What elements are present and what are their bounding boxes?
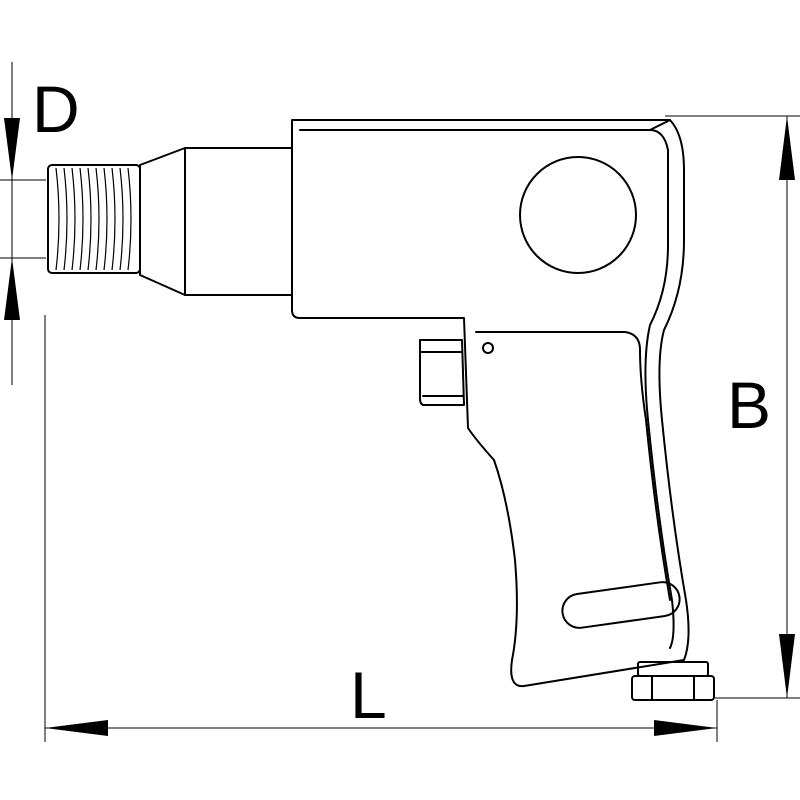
arrow-down-icon: [4, 118, 20, 180]
label-l: L: [350, 658, 387, 732]
handle-slot: [561, 581, 681, 629]
dial-circle: [519, 156, 637, 274]
arrow-up-icon: [4, 258, 20, 320]
trigger: [419, 339, 465, 406]
thread-line: [119, 167, 124, 271]
arrow-right-icon: [654, 720, 717, 736]
screw: [482, 342, 494, 354]
dimension-l: L: [44, 315, 718, 742]
thread-line: [79, 167, 84, 271]
collar: [139, 147, 293, 296]
thread-line: [103, 167, 108, 271]
thread-line: [55, 167, 60, 271]
dimension-b: B: [665, 115, 800, 699]
thread-line: [127, 167, 132, 271]
label-d: D: [32, 72, 80, 146]
thread-line: [63, 167, 68, 271]
arrow-down-icon: [779, 634, 795, 698]
tool-body: [291, 119, 690, 688]
label-b: B: [727, 368, 771, 442]
air-inlet-nut: [631, 661, 715, 701]
thread-line: [95, 167, 100, 271]
threaded-nozzle: [47, 164, 141, 274]
arrow-up-icon: [779, 116, 795, 180]
arrow-left-icon: [45, 720, 108, 736]
thread-line: [111, 167, 116, 271]
dimension-d: D: [0, 62, 80, 385]
thread-line: [87, 167, 92, 271]
thread-line: [71, 167, 76, 271]
